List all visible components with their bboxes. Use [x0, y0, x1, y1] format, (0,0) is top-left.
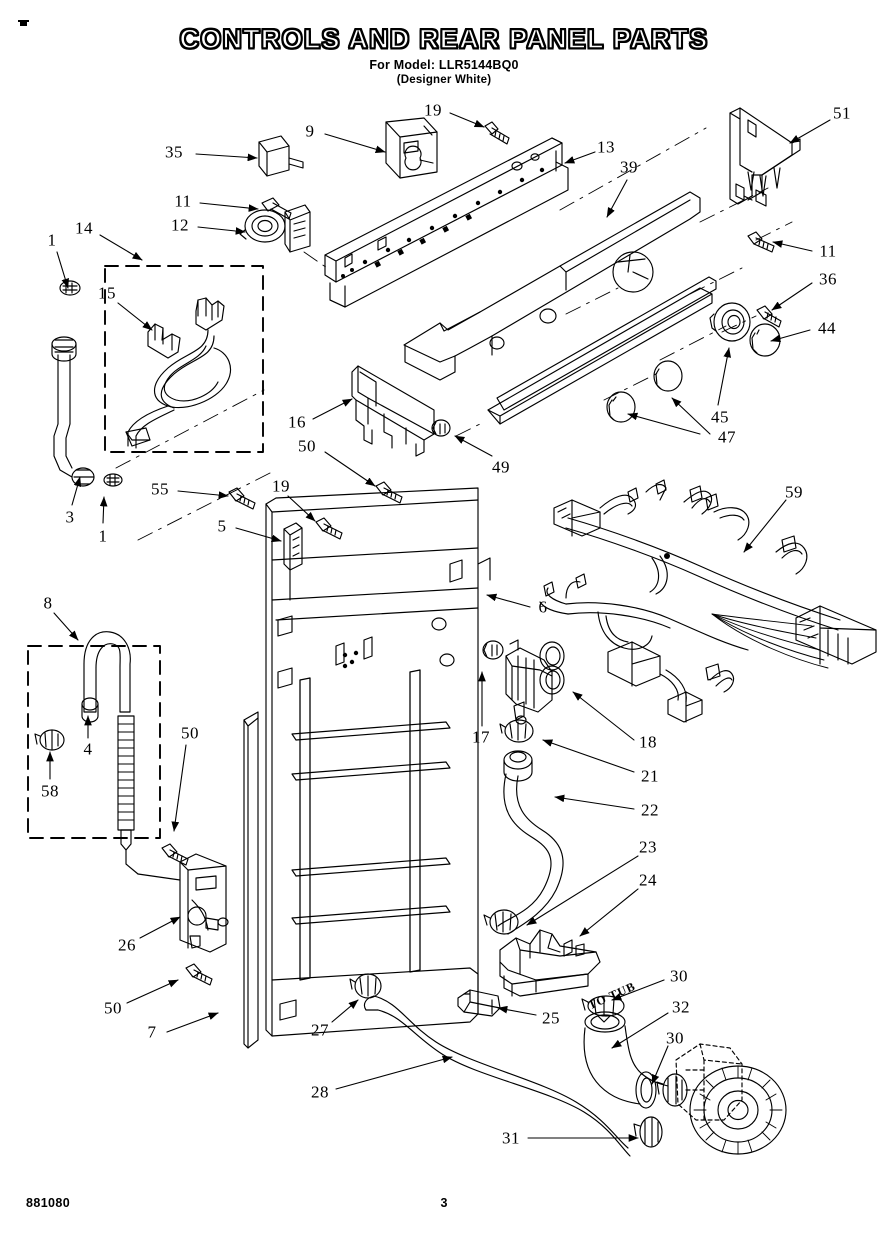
- part-5-bracket: [283, 522, 303, 601]
- callout-number-30[interactable]: 30: [666, 1028, 684, 1048]
- part-6-panel-edge: [477, 557, 491, 581]
- callout-number-7[interactable]: 7: [147, 1022, 157, 1042]
- callout-number-23[interactable]: 23: [639, 837, 657, 857]
- footer-part-number: 881080: [26, 1196, 71, 1210]
- part-15-clamp: [147, 323, 181, 359]
- callout-number-45[interactable]: 45: [711, 407, 729, 427]
- part-59-wire-harness: [539, 479, 877, 723]
- callout-number-16[interactable]: 16: [288, 412, 306, 432]
- callout-number-13[interactable]: 13: [597, 137, 615, 157]
- callout-number-25[interactable]: 25: [542, 1008, 560, 1028]
- part-19-screw-lower: [315, 517, 343, 540]
- callout-number-58[interactable]: 58: [41, 781, 59, 801]
- part-28-drain-hose: [363, 995, 631, 1157]
- callout-number-5[interactable]: 5: [217, 516, 227, 536]
- registration-mark: [18, 20, 29, 26]
- part-44-knob: [749, 323, 781, 357]
- part-21-clamp: [499, 719, 534, 743]
- part-23-clamp: [483, 909, 519, 935]
- part-47-knobs: [606, 360, 683, 423]
- part-25-clip: [457, 989, 501, 1017]
- callout-number-50[interactable]: 50: [104, 998, 122, 1018]
- footer-page-number: 3: [440, 1196, 448, 1210]
- callout-number-1[interactable]: 1: [47, 230, 57, 250]
- part-17-nut: [482, 640, 504, 660]
- callout-number-49[interactable]: 49: [492, 457, 510, 477]
- part-16-end-cap: [351, 365, 435, 457]
- callout-number-19[interactable]: 19: [424, 100, 442, 120]
- part-30-clamp-lower: [656, 1073, 688, 1107]
- callout-number-11[interactable]: 11: [819, 241, 837, 261]
- part-32-hose-to-tub: [583, 1011, 669, 1109]
- part-49-nut: [431, 419, 451, 437]
- callout-number-12[interactable]: 12: [171, 215, 189, 235]
- part-14-power-cord: [125, 297, 231, 449]
- part-3-inlet-hose: [51, 336, 95, 487]
- callout-number-55[interactable]: 55: [151, 479, 169, 499]
- callout-number-21[interactable]: 21: [641, 766, 659, 786]
- callout-number-28[interactable]: 28: [311, 1082, 329, 1102]
- callout-number-31[interactable]: 31: [502, 1128, 520, 1148]
- part-18-water-valve: [505, 639, 565, 725]
- callout-number-35[interactable]: 35: [165, 142, 183, 162]
- part-50-screw-low: [185, 963, 213, 986]
- part-55-screw: [228, 487, 256, 510]
- callout-number-4[interactable]: 4: [83, 739, 93, 759]
- callout-number-50[interactable]: 50: [298, 436, 316, 456]
- callout-number-11[interactable]: 11: [174, 191, 192, 211]
- callout-number-19[interactable]: 19: [272, 476, 290, 496]
- part-9-switch-assembly: [385, 117, 438, 179]
- part-35-switch: [258, 135, 304, 177]
- group-box-14: [104, 265, 264, 453]
- part-30-clamp-upper: [581, 995, 625, 1023]
- callout-number-59[interactable]: 59: [785, 482, 803, 502]
- assembly-reference-lines: [115, 127, 793, 541]
- leader-lines: [46, 112, 831, 1142]
- part-24-drain-pump: [499, 929, 601, 997]
- callout-number-15[interactable]: 15: [98, 283, 116, 303]
- pump-impeller: [689, 1065, 787, 1155]
- part-22-hose: [497, 750, 564, 935]
- callout-number-50[interactable]: 50: [181, 723, 199, 743]
- part-11-screw-right: [747, 231, 775, 253]
- callout-number-27[interactable]: 27: [311, 1020, 329, 1040]
- part-36-screw: [756, 305, 782, 328]
- part-4-fill-hose: [81, 631, 139, 875]
- part-1-washer-top: [59, 280, 81, 296]
- callout-number-26[interactable]: 26: [118, 935, 136, 955]
- part-1-washer-lower: [103, 473, 123, 487]
- part-19-screw-upper: [484, 121, 510, 145]
- rear-panel-body: [243, 487, 479, 1049]
- callout-number-1[interactable]: 1: [98, 526, 108, 546]
- part-26-bracket: [137, 853, 229, 953]
- callout-number-24[interactable]: 24: [639, 870, 657, 890]
- part-39-rear-console: [403, 191, 717, 425]
- part-58-clamp: [34, 729, 65, 751]
- callout-number-32[interactable]: 32: [672, 997, 690, 1017]
- part-11-12-pressure-switch: [239, 197, 311, 253]
- callout-number-14[interactable]: 14: [75, 218, 93, 238]
- part-13-console-bracket: [324, 137, 569, 308]
- part-31-clamp: [633, 1116, 663, 1148]
- callout-number-17[interactable]: 17: [472, 727, 490, 747]
- part-27-clamp: [349, 973, 382, 999]
- callout-number-18[interactable]: 18: [639, 732, 657, 752]
- part-51-corner-bracket: [729, 107, 801, 207]
- group-box-8: [27, 645, 161, 839]
- callout-number-9[interactable]: 9: [305, 121, 315, 141]
- callout-number-30[interactable]: 30: [670, 966, 688, 986]
- part-50-screw-mid: [161, 843, 189, 866]
- callout-number-36[interactable]: 36: [819, 269, 837, 289]
- callout-number-8[interactable]: 8: [43, 593, 53, 613]
- callout-number-39[interactable]: 39: [620, 157, 638, 177]
- callout-number-22[interactable]: 22: [641, 800, 659, 820]
- callout-number-51[interactable]: 51: [833, 103, 851, 123]
- callout-number-6[interactable]: 6: [538, 597, 548, 617]
- callout-number-3[interactable]: 3: [65, 507, 75, 527]
- part-45-knob: [709, 302, 751, 342]
- callout-number-47[interactable]: 47: [718, 427, 736, 447]
- callout-number-44[interactable]: 44: [818, 318, 836, 338]
